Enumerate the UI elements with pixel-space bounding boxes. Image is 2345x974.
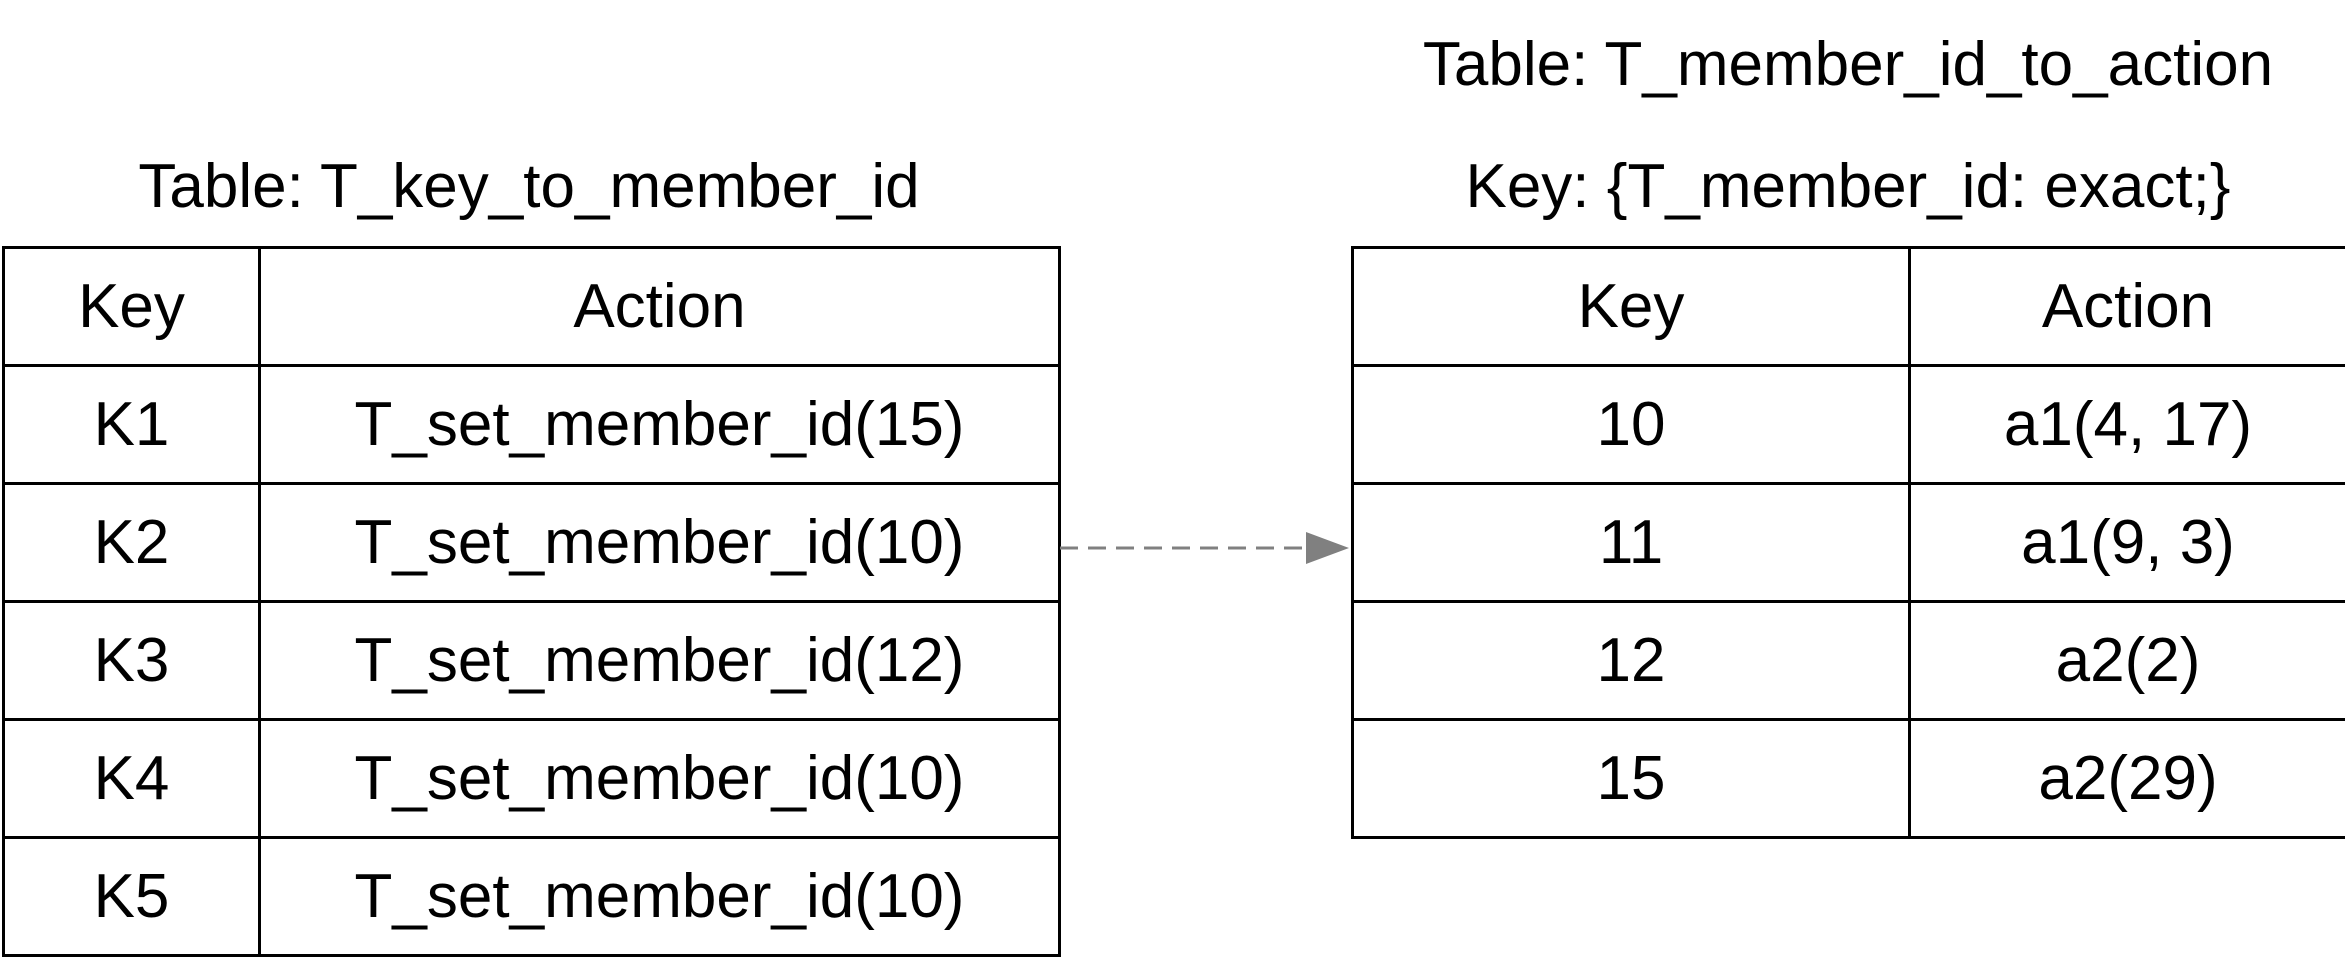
table-row: K1 T_set_member_id(15) — [2, 364, 1061, 485]
right-table-header-row: Key Action — [1351, 246, 2345, 367]
right-row-key: 11 — [1351, 482, 1911, 603]
right-row-key: 10 — [1351, 364, 1911, 485]
left-row-action: T_set_member_id(10) — [258, 482, 1061, 603]
table-row: 15 a2(29) — [1351, 718, 2345, 839]
right-row-action: a1(9, 3) — [1908, 482, 2345, 603]
table-row: 10 a1(4, 17) — [1351, 364, 2345, 485]
left-row-key: K4 — [2, 718, 261, 839]
table-row: K3 T_set_member_id(12) — [2, 600, 1061, 721]
right-header-action: Action — [1908, 246, 2345, 367]
table-row: 12 a2(2) — [1351, 600, 2345, 721]
table-row: K2 T_set_member_id(10) — [2, 482, 1061, 603]
right-row-action: a1(4, 17) — [1908, 364, 2345, 485]
right-header-key: Key — [1351, 246, 1911, 367]
table-row: K5 T_set_member_id(10) — [2, 836, 1061, 957]
right-row-key: 12 — [1351, 600, 1911, 721]
arrowhead-icon — [1306, 532, 1349, 564]
left-row-action: T_set_member_id(12) — [258, 600, 1061, 721]
left-row-action: T_set_member_id(15) — [258, 364, 1061, 485]
left-header-key: Key — [2, 246, 261, 367]
table-row: 11 a1(9, 3) — [1351, 482, 2345, 603]
right-table: Key Action 10 a1(4, 17) 11 a1(9, 3) 12 a… — [1351, 246, 2345, 839]
left-table-header-row: Key Action — [2, 246, 1061, 367]
left-header-action: Action — [258, 246, 1061, 367]
left-row-action: T_set_member_id(10) — [258, 718, 1061, 839]
right-table-title: Table: T_member_id_to_action — [1422, 30, 2274, 99]
right-table-key-spec: Key: {T_member_id: exact;} — [1465, 152, 2231, 221]
left-row-key: K5 — [2, 836, 261, 957]
right-row-action: a2(29) — [1908, 718, 2345, 839]
left-row-action: T_set_member_id(10) — [258, 836, 1061, 957]
right-row-key: 15 — [1351, 718, 1911, 839]
left-row-key: K2 — [2, 482, 261, 603]
table-row: K4 T_set_member_id(10) — [2, 718, 1061, 839]
left-row-key: K3 — [2, 600, 261, 721]
left-table: Key Action K1 T_set_member_id(15) K2 T_s… — [2, 246, 1061, 957]
right-row-action: a2(2) — [1908, 600, 2345, 721]
left-row-key: K1 — [2, 364, 261, 485]
left-table-title: Table: T_key_to_member_id — [138, 152, 920, 221]
